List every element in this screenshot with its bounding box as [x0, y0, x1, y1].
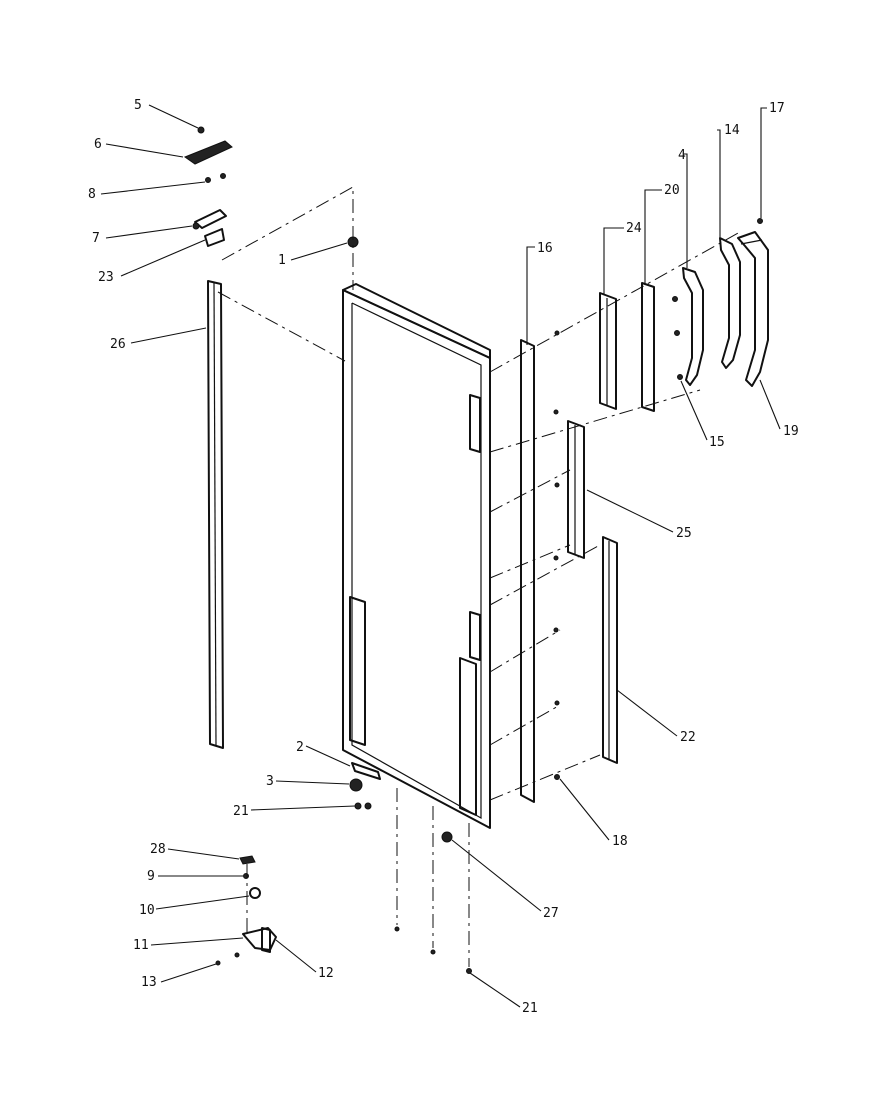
handle-assembly — [682, 231, 769, 387]
callout-6: 6 — [94, 137, 102, 152]
door-panel — [342, 283, 491, 829]
callout-19: 19 — [783, 424, 799, 439]
fasteners — [394, 218, 763, 974]
shelf-support-middle — [567, 420, 585, 559]
liner-strip — [520, 339, 535, 803]
callout-14: 14 — [724, 123, 740, 138]
callout-15: 15 — [709, 435, 725, 450]
callout-10: 10 — [139, 903, 155, 918]
callout-4: 4 — [678, 148, 686, 163]
top-hinge-assembly — [183, 126, 233, 247]
callout-7: 7 — [92, 231, 100, 246]
callout-21-lower: 21 — [522, 1001, 538, 1016]
callout-18: 18 — [612, 834, 628, 849]
callout-labels: 1 2 3 4 5 6 7 8 9 10 11 12 13 14 15 16 1… — [88, 98, 799, 1016]
assembly-lines — [217, 186, 741, 967]
callout-21-upper: 21 — [233, 804, 249, 819]
lower-hinge-assembly — [215, 855, 277, 966]
callout-3: 3 — [266, 774, 274, 789]
gasket-strip — [207, 280, 224, 749]
callout-23: 23 — [98, 270, 114, 285]
shelf-support-lower — [602, 536, 618, 764]
callout-13: 13 — [141, 975, 157, 990]
callout-8: 8 — [88, 187, 96, 202]
callout-16: 16 — [537, 241, 553, 256]
callout-17: 17 — [769, 101, 785, 116]
callout-2: 2 — [296, 740, 304, 755]
shelf-support-upper — [599, 292, 617, 410]
callout-5: 5 — [134, 98, 142, 113]
callout-27: 27 — [543, 906, 559, 921]
callout-26: 26 — [110, 337, 126, 352]
callout-24: 24 — [626, 221, 642, 236]
trim-strip — [641, 282, 655, 412]
callout-11: 11 — [133, 938, 149, 953]
callout-22: 22 — [680, 730, 696, 745]
callout-leaders — [100, 104, 781, 1008]
callout-1: 1 — [278, 253, 286, 268]
callout-28: 28 — [150, 842, 166, 857]
callout-20: 20 — [664, 183, 680, 198]
callout-25: 25 — [676, 526, 692, 541]
callout-9: 9 — [147, 869, 155, 884]
callout-12: 12 — [318, 966, 334, 981]
